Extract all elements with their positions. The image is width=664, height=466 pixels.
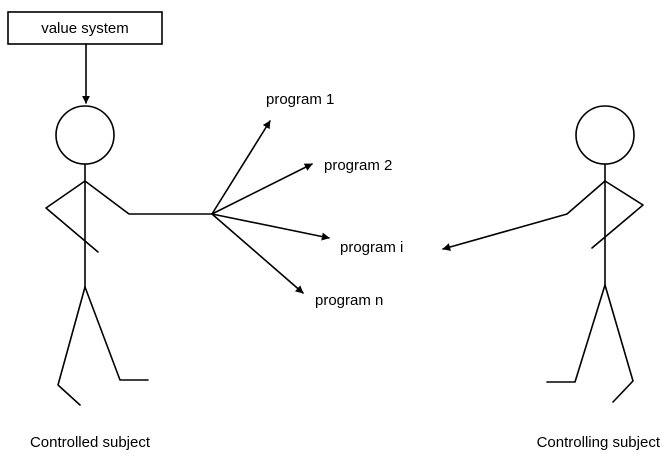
program-n-label: program n — [315, 292, 383, 309]
controlling-subject-head — [575, 105, 635, 165]
controlled-subject-figure — [45, 105, 213, 406]
arrow-program-2 — [211, 163, 313, 215]
controlling-subject-caption: Controlling subject — [537, 434, 661, 451]
value-system-box — [7, 11, 163, 45]
controlling-subject-left-leg — [546, 284, 606, 383]
arrow-program-1 — [211, 120, 271, 215]
arrow-program-n — [211, 213, 304, 294]
arrow-program-i — [211, 213, 330, 241]
controlling-subject-right-leg — [604, 284, 634, 403]
controlled-subject-head — [55, 105, 115, 165]
value-system-label: value system — [41, 20, 129, 37]
controlled-subject-right-leg — [84, 286, 149, 381]
controlling-subject-left-arm — [442, 180, 606, 251]
program-2-label: program 2 — [324, 157, 392, 174]
controlled-subject-caption: Controlled subject — [30, 434, 151, 451]
program-1-label: program 1 — [266, 91, 334, 108]
controlling-subject-figure — [442, 105, 644, 403]
controlled-subject-left-arm — [45, 180, 99, 253]
controlled-subject-left-leg — [57, 286, 86, 406]
controlled-subject-right-arm — [84, 180, 213, 215]
controlling-subject-right-arm — [591, 180, 644, 249]
program-i-label: program i — [340, 239, 403, 256]
